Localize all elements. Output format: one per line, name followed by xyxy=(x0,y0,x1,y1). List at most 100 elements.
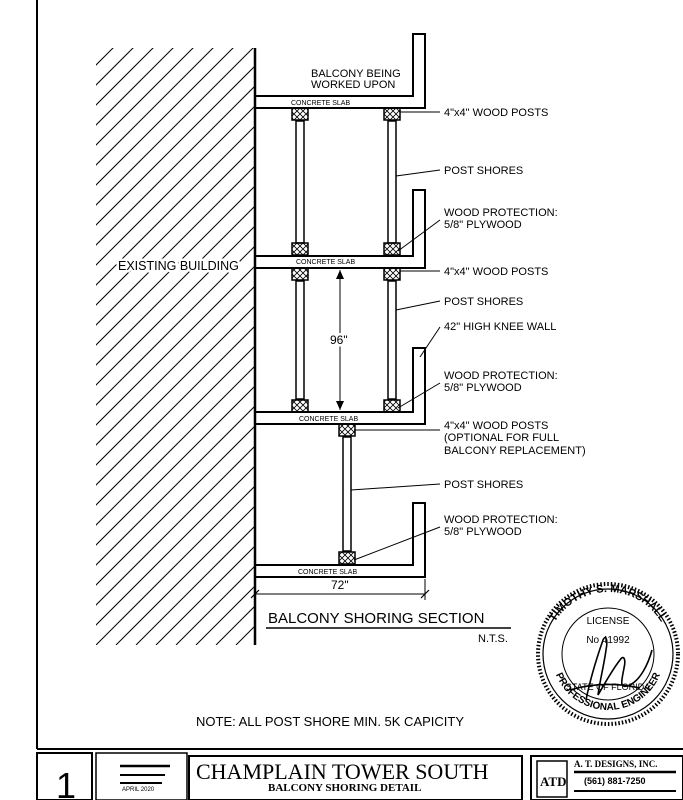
hatch-line xyxy=(195,585,255,645)
hatch-line xyxy=(96,465,255,626)
section-title-text: BALCONY SHORING SECTION xyxy=(268,610,484,627)
wood-post-block xyxy=(383,267,401,281)
hatch-line xyxy=(596,45,683,645)
hatch-line xyxy=(96,485,255,645)
hatch-line xyxy=(175,565,255,645)
leader-lines xyxy=(350,111,441,561)
wood-posts-label-2: 4"x4" WOOD POSTS xyxy=(444,266,548,278)
hatch-line xyxy=(516,45,683,645)
dimension-96: 96" xyxy=(330,333,348,347)
hatch-line xyxy=(436,45,683,645)
scale-label: N.T.S. xyxy=(478,633,508,645)
sheet-number: 1 xyxy=(56,765,76,800)
hatch-line xyxy=(96,405,255,566)
dimension-72: 72" xyxy=(331,578,349,592)
post-shores-label-2: POST SHORES xyxy=(444,296,523,308)
wood-protection-label-2a: WOOD PROTECTION: xyxy=(444,370,558,382)
hatch-line xyxy=(96,425,255,586)
sheet-title: BALCONY SHORING DETAIL xyxy=(268,782,421,794)
hatch-line xyxy=(316,45,683,645)
title-block: 1 APRIL 2020 CHAMPLAIN TOWER SOUTH BALCO… xyxy=(36,752,683,800)
slab-label-4: CONCRETE SLAB xyxy=(298,569,357,576)
project-name: CHAMPLAIN TOWER SOUTH xyxy=(196,759,489,784)
knee-wall-label: 42" HIGH KNEE WALL xyxy=(444,321,556,333)
existing-building-hatch: EXISTING BUILDING xyxy=(0,45,683,645)
hatch-line xyxy=(96,205,255,366)
hatch-line xyxy=(0,45,56,645)
hatch-line xyxy=(96,245,255,406)
wood-post-block xyxy=(338,551,356,565)
existing-building-label: EXISTING BUILDING xyxy=(118,259,239,273)
hatch-line xyxy=(155,545,255,645)
wood-posts-label-1: 4"x4" WOOD POSTS xyxy=(444,107,548,119)
callouts: BALCONY BEING WORKED UPON 4"x4" WOOD POS… xyxy=(311,68,586,538)
hatch-line xyxy=(456,45,683,645)
hatch-line xyxy=(416,45,683,645)
hatch-line xyxy=(676,45,683,645)
date-text: APRIL 2020 xyxy=(122,787,155,793)
hatch-line xyxy=(616,45,683,645)
firm-logo: ATD xyxy=(540,774,566,789)
hatch-line xyxy=(576,45,683,645)
wood-post-blocks xyxy=(291,107,401,565)
seal-license-text: LICENSE xyxy=(587,616,630,627)
dimension-lines: 96" 72" xyxy=(250,270,430,600)
hatch-line xyxy=(96,445,255,606)
hatch-line xyxy=(356,45,683,645)
hatch-line xyxy=(135,525,255,645)
seal-state-text: STATE OF FLORIDA xyxy=(566,682,650,692)
wood-post-block xyxy=(383,399,401,413)
hatch-line xyxy=(496,45,683,645)
slab-label-2: CONCRETE SLAB xyxy=(296,259,355,266)
post-shores-label-1: POST SHORES xyxy=(444,165,523,177)
wood-protection-label-1b: 5/8" PLYWOOD xyxy=(444,219,522,231)
hatch-line xyxy=(96,305,255,466)
section-title: BALCONY SHORING SECTION N.T.S. xyxy=(266,610,511,645)
hatch-line xyxy=(636,45,683,645)
hatch-line xyxy=(96,48,234,186)
hatch-line xyxy=(256,45,683,645)
hatch-line xyxy=(215,605,255,645)
hatch-line xyxy=(96,65,255,226)
hatch-line xyxy=(0,45,36,645)
hatch-line xyxy=(536,45,683,645)
balcony-worked-label-1: BALCONY BEING xyxy=(311,68,401,80)
wood-post-block xyxy=(291,107,309,121)
wood-post-block xyxy=(338,423,356,437)
hatch-line xyxy=(115,505,255,645)
post-shores-label-3: POST SHORES xyxy=(444,479,523,491)
hatch-line xyxy=(396,45,683,645)
hatch-line xyxy=(96,48,214,166)
wood-post-block xyxy=(383,242,401,256)
optional-label-1: (OPTIONAL FOR FULL xyxy=(444,432,559,444)
wood-protection-label-3b: 5/8" PLYWOOD xyxy=(444,526,522,538)
hatch-line xyxy=(0,45,96,645)
firm-name: A. T. DESIGNS, INC. xyxy=(574,759,657,769)
shore-capacity-note: NOTE: ALL POST SHORE MIN. 5K CAPICITY xyxy=(196,714,464,729)
hatch-line xyxy=(96,85,255,246)
wood-protection-label-2b: 5/8" PLYWOOD xyxy=(444,382,522,394)
hatch-line xyxy=(96,345,255,506)
hatch-line xyxy=(96,225,255,386)
hatch-line xyxy=(96,48,114,66)
firm-phone: (561) 881-7250 xyxy=(584,776,646,786)
hatch-line xyxy=(0,45,16,645)
seal-number-text: No 41992 xyxy=(586,635,630,646)
slab-label-3: CONCRETE SLAB xyxy=(299,416,358,423)
signature-scribble xyxy=(569,636,653,701)
wood-protection-label-1a: WOOD PROTECTION: xyxy=(444,207,558,219)
hatch-line xyxy=(96,265,255,426)
engineer-seal: TIMOTHY S. MARSHALL PROFESSIONAL ENGINEE… xyxy=(536,582,680,726)
wood-post-block xyxy=(291,399,309,413)
hatch-line xyxy=(96,325,255,486)
hatch-line xyxy=(656,45,683,645)
sheet-border xyxy=(36,0,683,750)
slab-label-1: CONCRETE SLAB xyxy=(291,100,350,107)
hatch-line xyxy=(96,48,174,126)
hatch-line xyxy=(476,45,683,645)
hatch-line xyxy=(556,45,683,645)
optional-label-2: BALCONY REPLACEMENT) xyxy=(444,445,586,457)
wood-posts-label-3: 4"x4" WOOD POSTS xyxy=(444,420,548,432)
hatch-line xyxy=(96,125,255,286)
wood-post-block xyxy=(291,242,309,256)
